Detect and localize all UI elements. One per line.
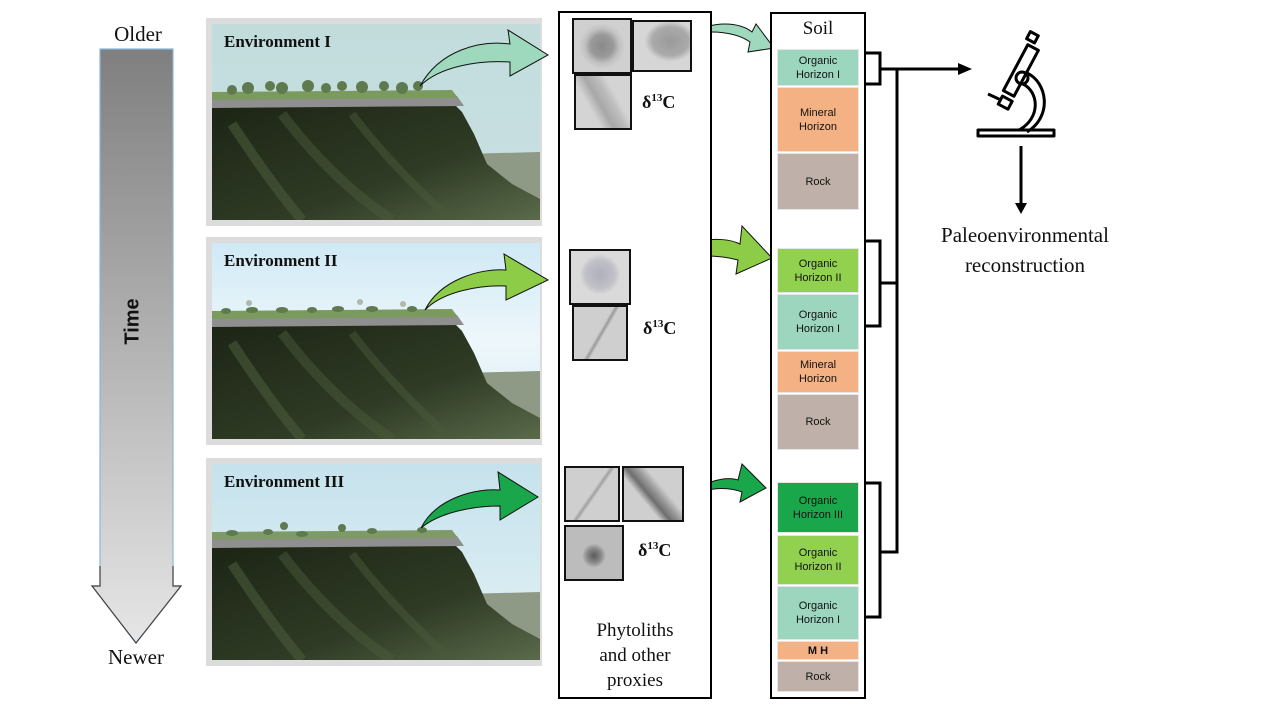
horizon-p3-rock: Rock (777, 661, 859, 692)
bracket-1 (866, 51, 882, 86)
to-microscope-arrowhead (958, 63, 972, 75)
environment-title-1: Environment I (224, 32, 331, 51)
environment-title-3: Environment III (224, 472, 345, 491)
phytolith-image-2a (569, 249, 631, 305)
environment-panel-1: Environment I (206, 18, 542, 226)
proxy1-to-soil-arrow (692, 23, 775, 53)
time-arrow (90, 48, 183, 644)
phytolith-image-1a (572, 18, 632, 74)
shrubs-2 (221, 306, 417, 314)
proxy-caption-line-2: and other (599, 645, 671, 666)
cliff-landscape-3 (212, 464, 540, 660)
phytolith-image-1b (632, 20, 692, 72)
soil-brackets (866, 51, 1023, 619)
soil-title: Soil (802, 18, 834, 39)
environment-title-2: Environment II (224, 251, 338, 270)
reconstruction-line-2: reconstruction (964, 253, 1086, 277)
environment-panel-3: Environment III (206, 458, 542, 666)
reconstruction-label: Paleoenvironmental reconstruction (900, 220, 1150, 280)
bracket-3 (866, 481, 882, 619)
bracket-2 (866, 239, 882, 328)
proxy-caption-line-1: Phytoliths (596, 620, 674, 641)
env2-to-proxy-arrow (424, 253, 550, 311)
isotope-label-1: δ13C (642, 92, 676, 112)
bracket-trunk (880, 67, 899, 554)
horizon-p2-rock: Rock (777, 394, 859, 450)
isotope-label-3: δ13C (638, 540, 672, 560)
horizon-p1-rock: Rock (777, 153, 859, 210)
phytolith-image-3c (564, 525, 624, 581)
phytolith-image-1c (574, 74, 632, 130)
reconstruction-line-1: Paleoenvironmental (941, 223, 1109, 247)
isotope-label-2: δ13C (643, 318, 677, 338)
older-label: Older (114, 22, 162, 46)
newer-label: Newer (108, 645, 164, 669)
result-arrowhead (1015, 203, 1027, 214)
phytolith-image-2b (572, 305, 628, 361)
env3-to-proxy-arrow (420, 471, 539, 529)
phytolith-image-3b (622, 466, 684, 522)
proxy-caption-line-3: proxies (607, 670, 663, 691)
microscope-icon (976, 30, 1056, 138)
trees-1 (227, 80, 423, 95)
proxy-caption: Phytoliths and other proxies (558, 618, 712, 693)
horizon-p3-mineral: M H (777, 641, 859, 660)
phytolith-image-3a (564, 466, 620, 522)
env1-to-proxy-arrow (419, 29, 549, 87)
shrubs-3 (226, 522, 427, 537)
